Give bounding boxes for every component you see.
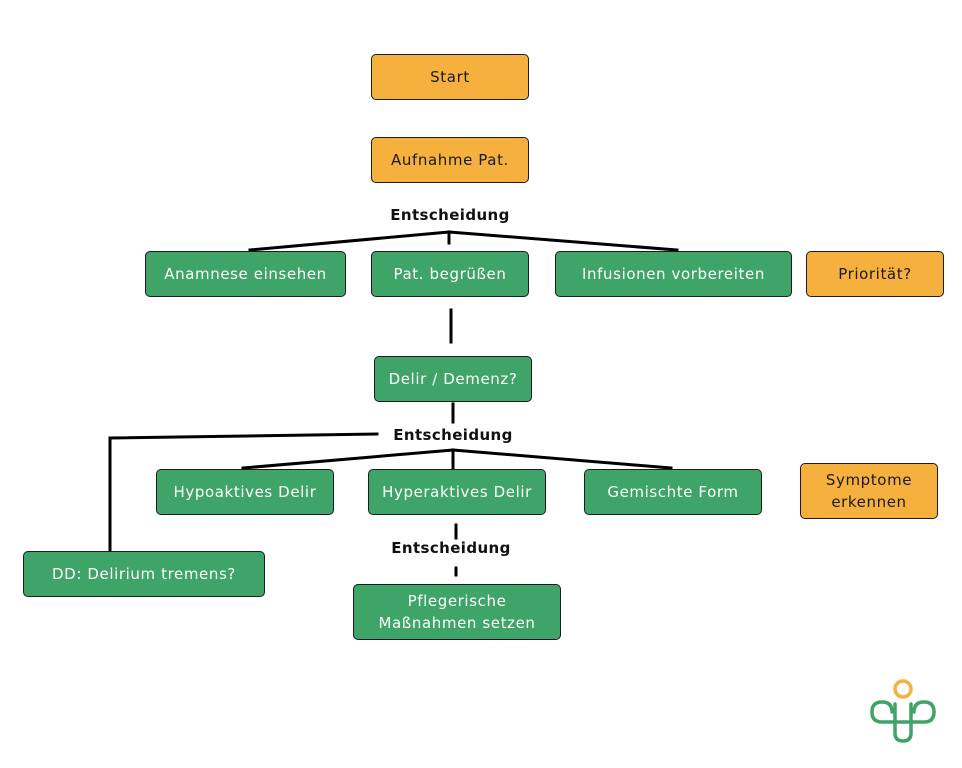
symptome-label-line2: erkennen [831, 493, 907, 511]
connector-to-hypoaktiv [241, 448, 455, 470]
delirium-tremens-label: DD: Delirium tremens? [52, 565, 236, 583]
anamnese-node: Anamnese einsehen [145, 251, 346, 297]
hyperaktiv-label: Hyperaktives Delir [382, 483, 532, 501]
hypoaktiv-label: Hypoaktives Delir [173, 483, 317, 501]
delirium-tremens-node: DD: Delirium tremens? [23, 551, 265, 597]
prioritaet-label: Priorität? [838, 265, 912, 283]
massnahmen-node: Pflegerische Maßnahmen setzen [353, 584, 561, 640]
delir-demenz-node: Delir / Demenz? [374, 356, 532, 402]
decision-label-3: Entscheidung [391, 539, 511, 557]
begruessen-label: Pat. begrüßen [393, 265, 507, 283]
hyperaktiv-node: Hyperaktives Delir [368, 469, 546, 515]
start-node: Start [371, 54, 529, 100]
connector-to-delirium-tremens [108, 432, 379, 555]
connector-to-gemischt [451, 448, 673, 470]
prioritaet-node: Priorität? [806, 251, 944, 297]
gemischt-label: Gemischte Form [607, 483, 739, 501]
anamnese-label: Anamnese einsehen [164, 265, 327, 283]
aufnahme-node: Aufnahme Pat. [371, 137, 529, 183]
massnahmen-label-line1: Pflegerische [407, 592, 507, 610]
symptome-label-line1: Symptome [825, 471, 913, 489]
connector-to-infusionen [447, 230, 679, 252]
connector-to-anamnese [248, 230, 451, 252]
begruessen-node: Pat. begrüßen [371, 251, 529, 297]
gemischt-node: Gemischte Form [584, 469, 762, 515]
infusionen-label: Infusionen vorbereiten [582, 265, 765, 283]
nursing-cross-logo-icon [870, 679, 936, 743]
aufnahme-label: Aufnahme Pat. [391, 151, 509, 169]
decision-label-1: Entscheidung [390, 206, 510, 224]
start-label: Start [430, 68, 470, 86]
delir-demenz-label: Delir / Demenz? [388, 370, 518, 388]
infusionen-node: Infusionen vorbereiten [555, 251, 792, 297]
decision-label-2: Entscheidung [393, 426, 513, 444]
hypoaktiv-node: Hypoaktives Delir [156, 469, 334, 515]
symptome-node: Symptome erkennen [800, 463, 938, 519]
massnahmen-label-line2: Maßnahmen setzen [378, 614, 536, 632]
